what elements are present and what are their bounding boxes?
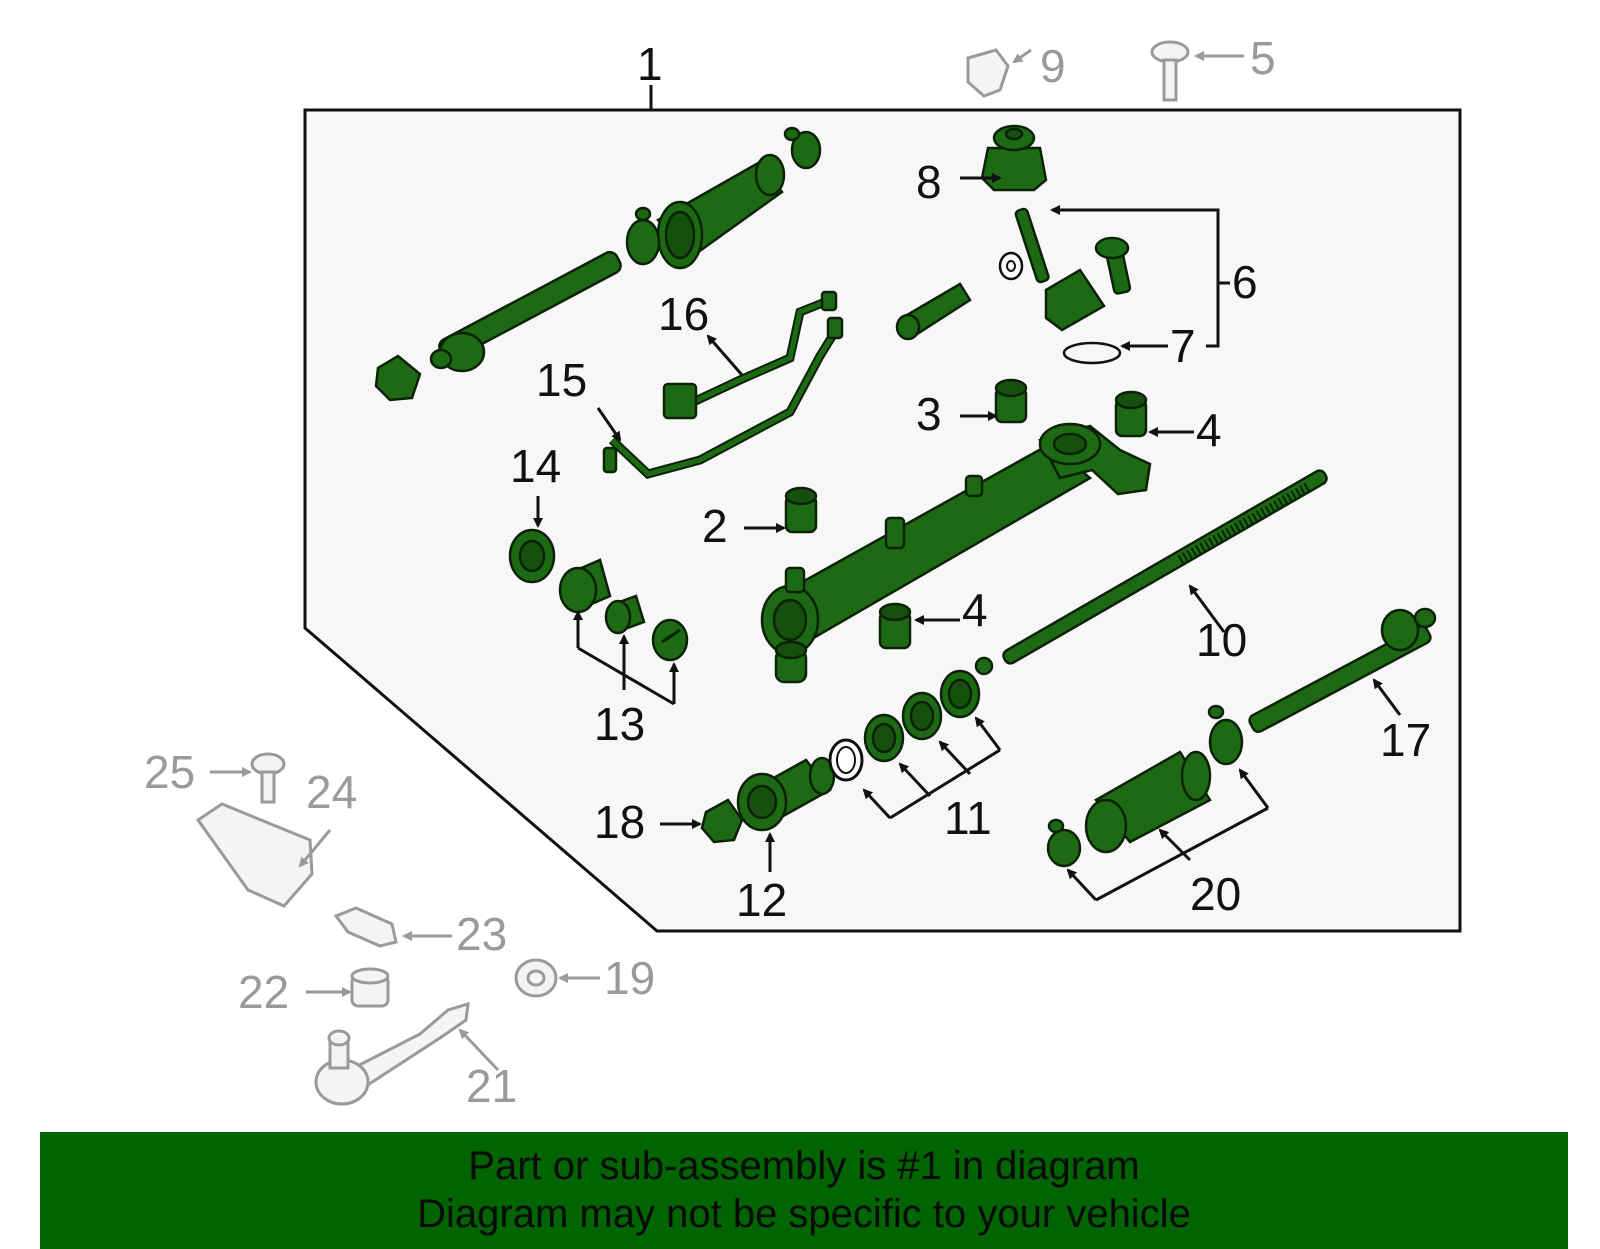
part-6-pinion [1014,207,1132,332]
callout-18: 18 [594,796,645,848]
part-14-seal [508,528,556,584]
callout-23: 23 [456,908,507,960]
part-6-washer-hole [1006,260,1016,272]
part-22-nut [350,967,390,1008]
part-23-clip [333,906,398,948]
callout-22: 22 [238,966,289,1018]
part-2-bushing [784,486,818,534]
callout-9: 9 [1040,40,1066,92]
part-3-bushing [994,378,1028,424]
left-boot-assembly [625,126,822,270]
callout-21: 21 [466,1060,517,1112]
callout-4-lower: 4 [962,584,988,636]
part-18-clip [700,798,744,844]
callout-10: 10 [1196,614,1247,666]
callout-11: 11 [944,792,992,844]
part-24-heat-shield [195,802,314,908]
callout-1: 1 [637,38,663,90]
callout-5: 5 [1250,32,1276,84]
banner-line-1: Part or sub-assembly is #1 in diagram [468,1144,1140,1188]
callout-7: 7 [1170,320,1196,372]
callout-24: 24 [306,766,357,818]
leader-arrows [210,48,1402,1072]
callout-8: 8 [916,156,942,208]
disclaimer-banner: Part or sub-assembly is #1 in diagram Di… [40,1132,1568,1249]
left-tie-rod-assembly [374,250,622,402]
rack-housing [760,422,1152,684]
part-19-nut [514,958,558,998]
assembly-panel [303,108,1462,933]
callout-16: 16 [658,288,709,340]
callout-12: 12 [736,874,787,926]
callout-13: 13 [594,698,645,750]
part-9-clip [966,48,1010,98]
part-12-bushing [736,756,836,832]
callout-2: 2 [702,500,728,552]
part-10-rack-bar [974,469,1328,676]
part-16-bracket [662,382,698,420]
part-5-bolt [1150,40,1190,102]
part-13-bushings [558,558,689,662]
part-17-tie-rod [1248,607,1437,734]
part-7-o-ring [1062,341,1122,365]
callout-4-upper: 4 [1196,404,1222,456]
banner-line-2: Diagram may not be specific to your vehi… [417,1192,1191,1236]
callout-17: 17 [1380,714,1431,766]
part-20-boot [1046,704,1244,868]
callout-25: 25 [144,746,195,798]
part-11-seal-rings [828,669,981,782]
part-6-valve-stem [895,282,972,341]
callout-15: 15 [536,354,587,406]
part-4-bushing-upper [1114,390,1148,438]
callout-20: 20 [1190,868,1241,920]
callout-6: 6 [1232,256,1258,308]
part-21-tie-rod-end [314,1001,470,1106]
callout-14: 14 [510,440,561,492]
callout-3: 3 [916,388,942,440]
part-4-bushing-lower [878,602,912,650]
part-25-bolt [250,752,286,804]
callout-19: 19 [604,952,655,1004]
